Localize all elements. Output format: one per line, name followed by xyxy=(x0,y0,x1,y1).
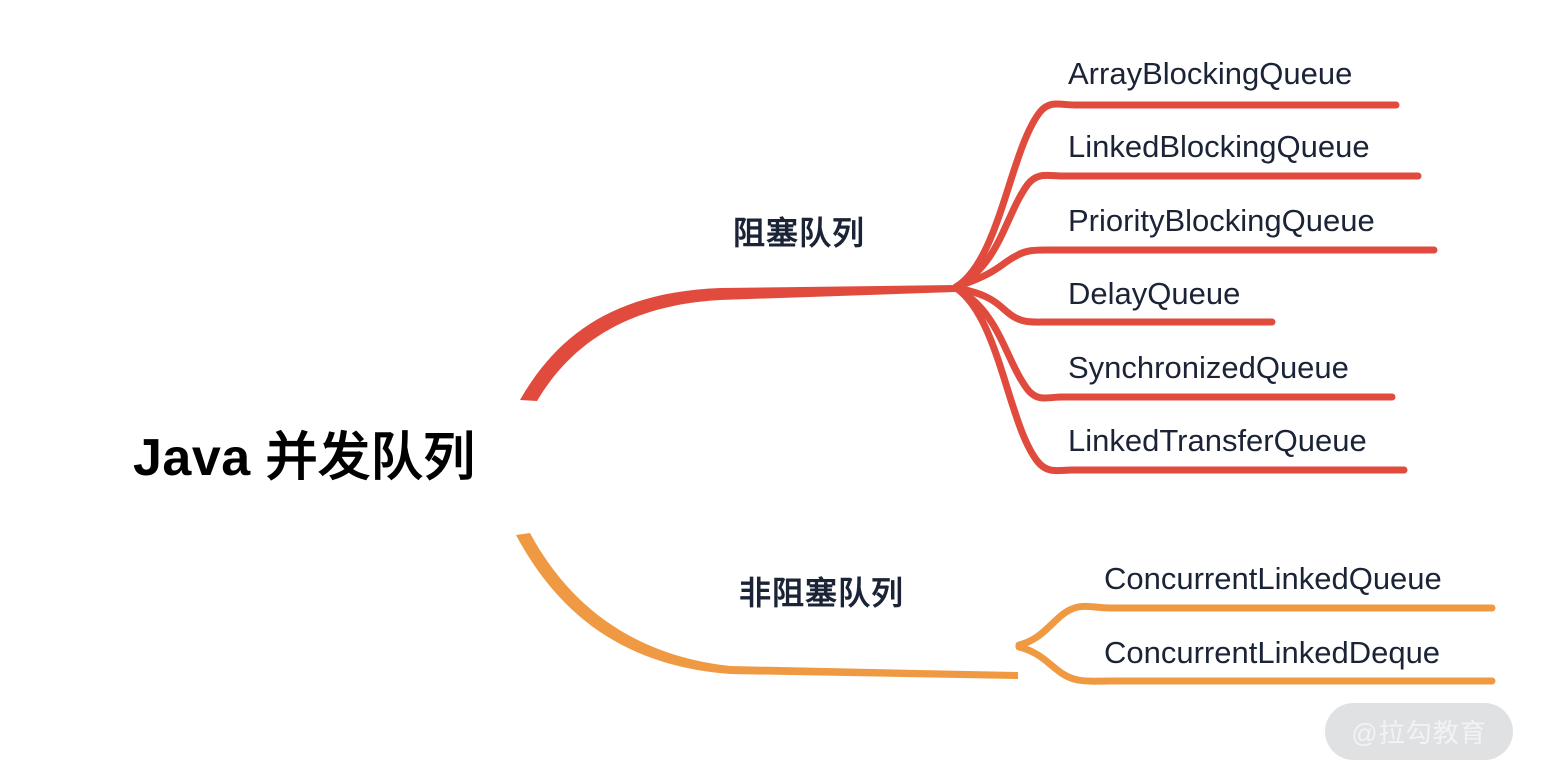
blocking-child-connector-4 xyxy=(952,284,1276,326)
leaf-label-concurrent-linked-queue: ConcurrentLinkedQueue xyxy=(1104,561,1442,596)
branch-title-nonblocking-queue: 非阻塞队列 xyxy=(739,575,905,611)
nonblocking-trunk xyxy=(516,533,1018,679)
nonblocking-child-connector-1 xyxy=(1015,602,1496,649)
blocking-child-connector-1 xyxy=(952,100,1400,291)
watermark-label: @拉勾教育 xyxy=(1351,718,1487,748)
leaf-label-delay-queue: DelayQueue xyxy=(1068,276,1241,311)
blocking-child-connector-5 xyxy=(952,284,1396,402)
blocking-child-connector-2 xyxy=(952,171,1422,291)
leaf-label-linked-blocking-queue: LinkedBlockingQueue xyxy=(1068,129,1370,164)
blocking-queue-branch xyxy=(520,100,1438,475)
leaf-label-concurrent-linked-deque: ConcurrentLinkedDeque xyxy=(1104,635,1441,670)
leaf-label-linked-transfer-queue: LinkedTransferQueue xyxy=(1068,423,1367,458)
leaf-label-synchronized-queue: SynchronizedQueue xyxy=(1068,350,1349,385)
nonblocking-child-connector-2 xyxy=(1015,643,1496,685)
leaf-label-priority-blocking-queue: PriorityBlockingQueue xyxy=(1068,203,1375,238)
nonblocking-queue-branch xyxy=(516,533,1496,685)
leaf-label-array-blocking-queue: ArrayBlockingQueue xyxy=(1068,56,1353,91)
root-node-title: Java 并发队列 xyxy=(133,429,476,487)
blocking-trunk xyxy=(520,285,955,401)
branch-title-blocking-queue: 阻塞队列 xyxy=(733,215,866,251)
blocking-child-connector-6 xyxy=(952,284,1408,475)
blocking-child-connector-3 xyxy=(952,246,1438,291)
watermark-badge: @拉勾教育 xyxy=(1325,703,1513,760)
